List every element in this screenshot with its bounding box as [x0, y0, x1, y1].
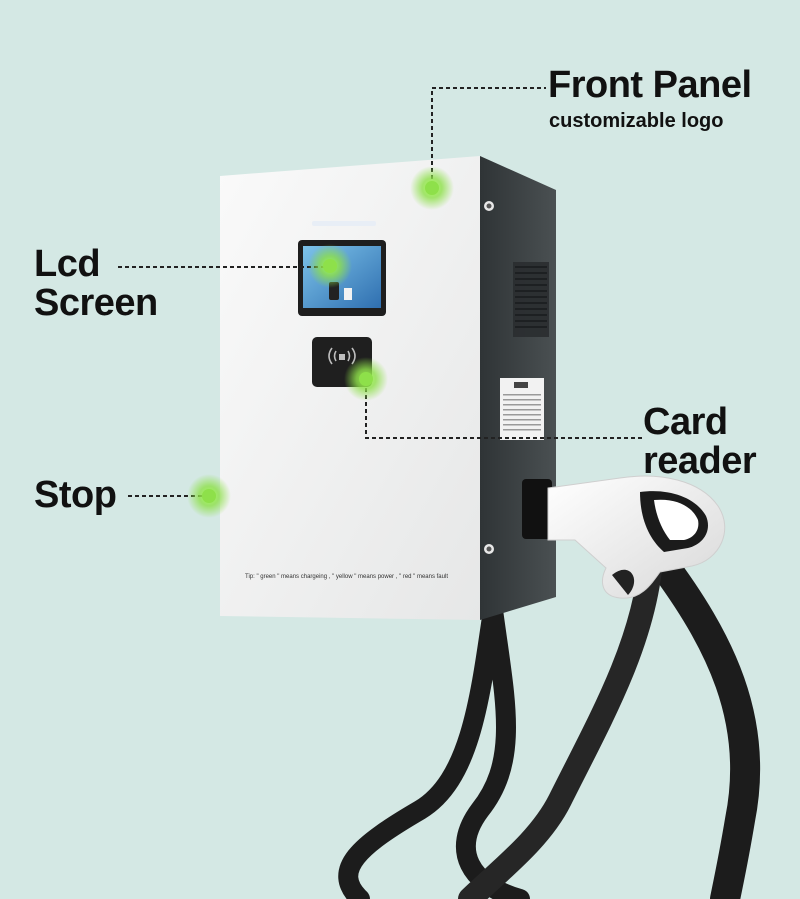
charging-cable — [338, 545, 761, 899]
lcd-label-line2: Screen — [34, 282, 158, 324]
hotspot-lcd-screen — [308, 244, 352, 288]
card-reader-label-line2: reader — [643, 440, 757, 482]
status-tip-text: Tip: " green " means chargeing , " yello… — [245, 574, 448, 580]
card-reader-label-line1: Card — [643, 401, 728, 443]
lcd-label-line1: Lcd — [34, 243, 101, 285]
charger-side-panel — [480, 156, 556, 620]
front-panel-title: Front Panel — [548, 64, 752, 106]
stop-label: Stop — [34, 474, 117, 516]
hotspot-card-reader — [344, 357, 388, 401]
front-panel-subtitle: customizable logo — [549, 110, 724, 132]
hotspot-front-panel — [410, 166, 454, 210]
hotspot-stop — [187, 474, 231, 518]
charging-plug — [547, 475, 726, 599]
